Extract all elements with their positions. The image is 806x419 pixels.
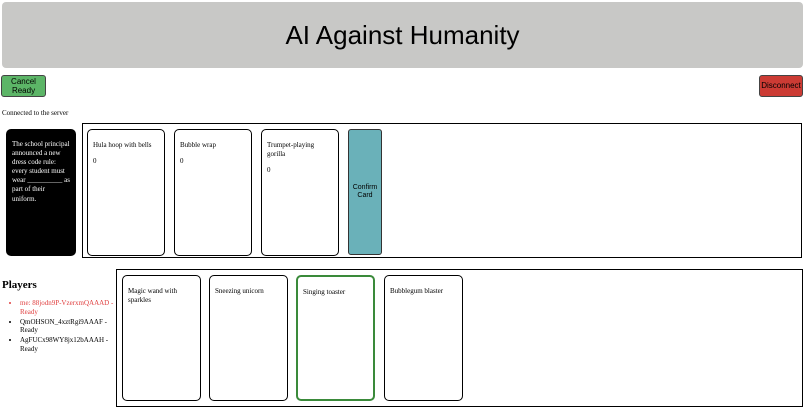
black-card: The school principal announced a new dre…: [6, 129, 76, 256]
black-card-text: The school principal announced a new dre…: [12, 140, 70, 203]
submitted-card[interactable]: Trumpet-playing gorilla 0: [261, 129, 339, 256]
submitted-card[interactable]: Bubble wrap 0: [174, 129, 252, 256]
vote-count: 0: [180, 157, 184, 166]
player-item: QmOHSON_4xztRgi9AAAF - Ready: [20, 318, 126, 336]
cancel-ready-label: Cancel Ready: [11, 76, 36, 95]
cancel-ready-button[interactable]: Cancel Ready: [1, 75, 46, 97]
submitted-cards-area: [82, 123, 802, 258]
submitted-card[interactable]: Hula hoop with bells 0: [87, 129, 165, 256]
card-text: Bubble wrap: [180, 141, 216, 149]
confirm-card-label: Confirm Card: [352, 183, 378, 199]
vote-count: 0: [267, 166, 271, 175]
page-title: AI Against Humanity: [285, 19, 520, 50]
hand-card-selected[interactable]: Singing toaster: [296, 275, 375, 401]
card-text: Bubblegum blaster: [390, 287, 444, 295]
hand-card[interactable]: Sneezing unicorn: [209, 275, 288, 401]
card-text: Trumpet-playing gorilla: [267, 141, 315, 159]
player-item-me: me: 88jodn9P-VzerxmQAAAD - Ready: [20, 299, 126, 317]
connection-status: Connected to the server: [2, 109, 69, 117]
header-bar: AI Against Humanity: [2, 2, 803, 68]
card-text: Hula hoop with bells: [93, 141, 152, 149]
players-heading: Players: [2, 279, 37, 291]
hand-card[interactable]: Bubblegum blaster: [384, 275, 463, 401]
disconnect-button[interactable]: Disconnect: [759, 75, 803, 97]
hand-card[interactable]: Magic wand with sparkles: [122, 275, 201, 401]
vote-count: 0: [93, 157, 97, 166]
card-text: Singing toaster: [303, 288, 346, 296]
player-item: AgFUCx98WY8jx12bAAAH - Ready: [20, 336, 126, 354]
players-list: me: 88jodn9P-VzerxmQAAAD - Ready QmOHSON…: [10, 299, 126, 355]
disconnect-label: Disconnect: [761, 81, 801, 91]
card-text: Magic wand with sparkles: [128, 287, 177, 305]
confirm-card-button[interactable]: Confirm Card: [348, 129, 382, 255]
card-text: Sneezing unicorn: [215, 287, 264, 295]
hand-area: [116, 269, 803, 407]
